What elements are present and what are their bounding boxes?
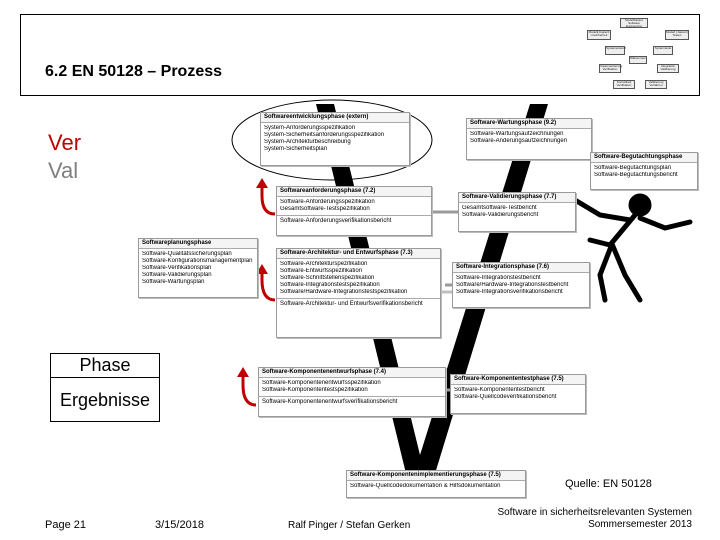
climber-figure bbox=[572, 193, 693, 303]
artifact: Software-Integrationstestbericht bbox=[456, 275, 541, 281]
legend-results-label: Ergebnisse bbox=[59, 390, 151, 410]
artifact: Software-Validierungsbericht bbox=[462, 212, 539, 218]
ver-label: Ver bbox=[48, 130, 82, 155]
phase-title: Software-Komponentenentwurfsphase (7.4) bbox=[259, 368, 445, 378]
artifact: Software-Begutachtungsplan bbox=[594, 165, 672, 171]
verification-report: Software-Komponentenentwurfsverifikation… bbox=[259, 396, 445, 408]
phase-integration: Software-Integrationsphase (7.6) Softwar… bbox=[452, 262, 590, 308]
val-label: Val bbox=[48, 158, 79, 183]
slide-date: 3/15/2018 bbox=[155, 519, 204, 531]
artifact: Software-Anforderungsspezifikation bbox=[280, 199, 375, 205]
artifact: Software-Qualitätssicherungsplan bbox=[142, 251, 232, 257]
legend-results: Ergebnisse bbox=[50, 377, 160, 422]
phase-validation: Software-Validierungsphase (7.7) Gesamts… bbox=[458, 192, 576, 232]
phase-title: Software-Komponententestphase (7.5) bbox=[451, 375, 585, 385]
phase-assessment: Software-Begutachtungsphase Software-Beg… bbox=[590, 152, 698, 190]
artifact: Gesamtsoftware-Testspezifikation bbox=[280, 206, 370, 212]
artifact: System-Sicherheitsplan bbox=[264, 146, 328, 152]
phase-maintenance: Software-Wartungsphase (9.2) Software-Wa… bbox=[466, 118, 592, 160]
artifact: Software-Architekturspezifikation bbox=[280, 261, 368, 267]
artifact: Software-Komponententestbericht bbox=[454, 387, 545, 393]
red-arrow-1 bbox=[260, 186, 276, 216]
phase-title: Softwareentwicklungsphase (extern) bbox=[261, 113, 409, 123]
phase-requirements: Softwareanforderungsphase (7.2) Software… bbox=[276, 186, 432, 236]
phase-component-test: Software-Komponententestphase (7.5) Soft… bbox=[450, 374, 586, 414]
artifact: Software-Integrationsverifikationsberich… bbox=[456, 289, 563, 295]
course-line-2: Sommersemester 2013 bbox=[588, 519, 692, 530]
phase-title: Software-Architektur- und Entwurfsphase … bbox=[277, 249, 440, 259]
phase-title: Software-Begutachtungsphase bbox=[591, 153, 697, 163]
artifact: System-Architekturbeschreibung bbox=[264, 139, 351, 145]
artifact: Gesamtsoftware-Testbericht bbox=[462, 205, 537, 211]
artifact: Software-Komponententestspezifikation bbox=[262, 387, 368, 393]
thumb-mid-right: Systemtests bbox=[653, 46, 673, 55]
artifact: Software-Wartungsaufzeichnungen bbox=[470, 131, 564, 137]
red-arrow-2 bbox=[260, 272, 276, 302]
source-note: Quelle: EN 50128 bbox=[565, 478, 652, 490]
thumb-right: Modell (-basiert) Testen bbox=[665, 30, 689, 40]
phase-title: Softwareplanungsphase bbox=[139, 239, 257, 249]
thumb-center: Wilkommen bbox=[629, 56, 647, 64]
artifact: Software-Validierungsplan bbox=[142, 272, 212, 278]
course-line-1: Software in sicherheitsrelevanten System… bbox=[497, 507, 692, 518]
thumb-mid-left: Systementwurf bbox=[605, 46, 626, 55]
phase-planning: Softwareplanungsphase Software-Qualitäts… bbox=[138, 238, 258, 298]
artifact: System-Sicherheitsanforderungsspezifikat… bbox=[264, 132, 385, 138]
highlight-ellipse bbox=[231, 99, 433, 181]
artifact: Software-Änderungsaufzeichnungen bbox=[470, 138, 568, 144]
artifact: Software-Schnittstellenspezifikation bbox=[280, 275, 375, 281]
phase-title: Softwareanforderungsphase (7.2) bbox=[277, 187, 431, 197]
artifact: Software/Hardware-Integrationstestspezif… bbox=[280, 289, 408, 295]
phase-architecture: Software-Architektur- und Entwurfsphase … bbox=[276, 248, 441, 338]
artifact: System-Anforderungsspezifikation bbox=[264, 125, 356, 131]
thumb-top: Modellbasiert Software Engineering bbox=[620, 18, 648, 28]
legend-phase-label: Phase bbox=[79, 355, 131, 375]
verification-report: Software-Architektur- und Entwurfsverifi… bbox=[277, 298, 440, 310]
verification-report: Software-Anforderungsverifikationsberich… bbox=[277, 215, 431, 227]
phase-title: Software-Wartungsphase (9.2) bbox=[467, 119, 591, 129]
phase-title: Software-Komponentenimplementierungsphas… bbox=[347, 471, 525, 481]
artifact: Software-Konfigurationsmanagementplan bbox=[142, 258, 253, 264]
page-number: Page 21 bbox=[45, 519, 86, 531]
artifact: Software-Integrationstestspezifikation bbox=[280, 282, 380, 288]
thumb-low-left: Implementierung Verifikation bbox=[599, 64, 623, 73]
thumb-bottom-left: Korrektheit Verifikation bbox=[613, 80, 635, 89]
phase-component-design: Software-Komponentenentwurfsphase (7.4) … bbox=[258, 367, 446, 417]
phase-title: Software-Integrationsphase (7.6) bbox=[453, 263, 589, 273]
thumb-left: Modell(-basiert) Unsicherheit bbox=[587, 30, 611, 40]
phase-implementation: Software-Komponentenimplementierungsphas… bbox=[346, 470, 526, 498]
artifact: Software-Begutachtungsbericht bbox=[594, 172, 678, 178]
artifact: Software-Komponentenentwurfsspezifikatio… bbox=[262, 380, 381, 386]
artifact: Software-Verifikationsplan bbox=[142, 265, 212, 271]
thumbnail-diagram: Modellbasiert Software Engineering Model… bbox=[585, 18, 695, 94]
thumb-low-right: Integration Validierung bbox=[657, 64, 679, 73]
legend-phase: Phase bbox=[50, 353, 160, 377]
phase-development: Softwareentwicklungsphase (extern) Syste… bbox=[260, 112, 410, 166]
artifact: Software-Quellcodeverifikationsbericht bbox=[454, 394, 557, 400]
artifact: Software-Quellcodedokumentation & Hilfsd… bbox=[350, 483, 501, 489]
phase-title: Software-Validierungsphase (7.7) bbox=[459, 193, 575, 203]
course-title: Software in sicherheitsrelevanten System… bbox=[440, 507, 692, 531]
artifact: Software/Hardware-Integrationstestberich… bbox=[456, 282, 569, 288]
red-arrow-3 bbox=[241, 375, 257, 407]
authors: Ralf Pinger / Stefan Gerken bbox=[288, 520, 411, 531]
slide-title: 6.2 EN 50128 – Prozess bbox=[45, 63, 223, 80]
header-frame bbox=[20, 14, 700, 96]
artifact: Software-Wartungsplan bbox=[142, 279, 205, 285]
artifact: Software-Entwurfsspezifikation bbox=[280, 268, 363, 274]
thumb-bottom-right: Validierung Verfahren bbox=[645, 80, 667, 89]
